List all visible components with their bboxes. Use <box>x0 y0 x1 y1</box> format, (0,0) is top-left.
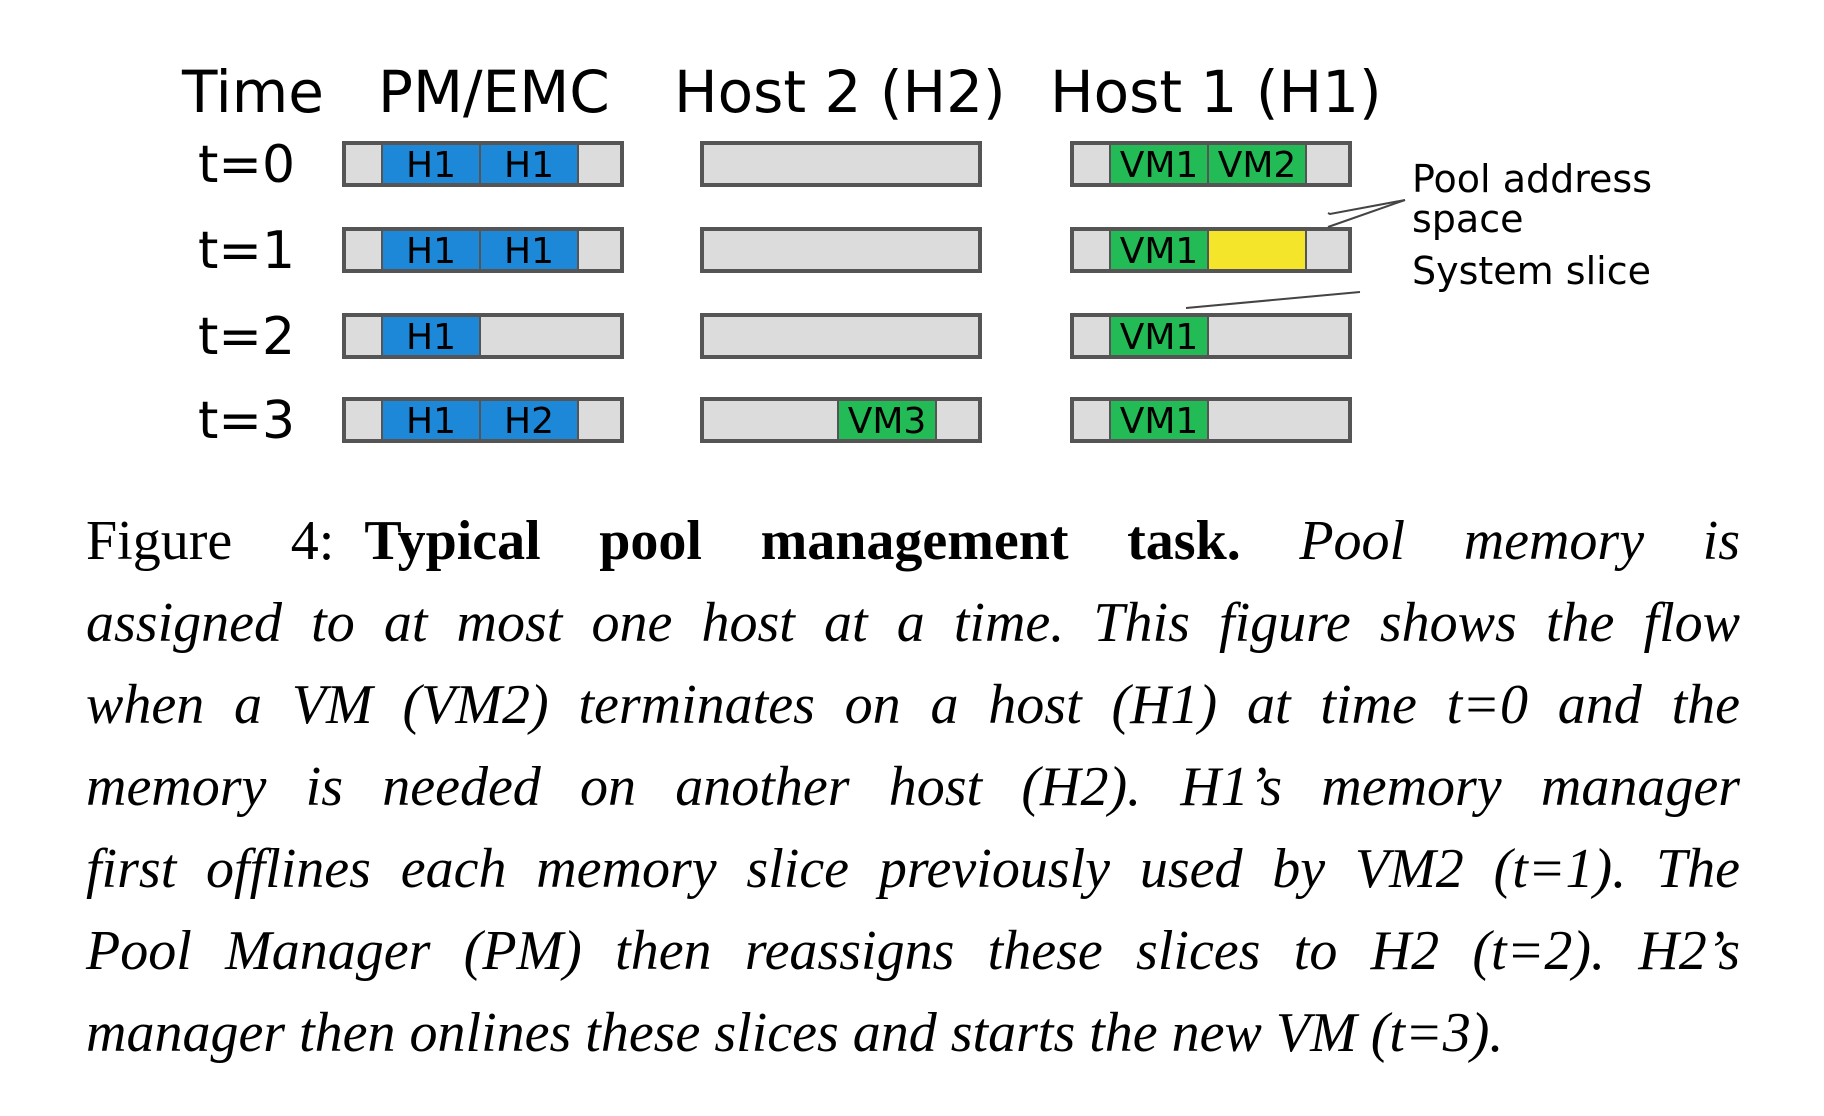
row-label-t3: t=3 <box>198 391 295 451</box>
caption-text-line-4: memory is needed on another host (H2). H… <box>86 756 1740 818</box>
pm-bar-border-row-1 <box>342 227 624 273</box>
caption-text-line-3: when a VM (VM2) terminates on a host (H1… <box>86 674 1740 736</box>
host1-slice-row-0-2 <box>1207 142 1307 186</box>
pm-slice-label-row-2-1: H1 <box>406 317 456 358</box>
header-host2: Host 2 (H2) <box>674 58 1006 126</box>
pm-slice-label-row-0-1: H1 <box>406 145 456 186</box>
host1-slice-label-row-1-1: VM1 <box>1120 231 1199 272</box>
host1-slice-label-row-0-2: VM2 <box>1218 145 1297 186</box>
pm-slice-row-1-2 <box>479 228 579 272</box>
pm-slice-label-row-3-2: H2 <box>504 401 554 442</box>
row-label-t1: t=1 <box>198 221 295 281</box>
host1-slice-label-row-2-1: VM1 <box>1120 317 1199 358</box>
pm-slice-label-row-3-1: H1 <box>406 401 456 442</box>
caption-label: Figure 4: <box>86 510 335 572</box>
annotation-system-slice: System slice <box>1412 249 1651 293</box>
pm-bar-border-row-0 <box>342 141 624 187</box>
annotation-pool-address-space-line1: Pool address <box>1412 157 1652 201</box>
host2-bar-row-2 <box>700 313 982 359</box>
header-time: Time <box>181 58 324 126</box>
pm-bar-border-row-2 <box>342 313 624 359</box>
host1-slice-row-3-1 <box>1109 398 1209 442</box>
pm-bar-border-row-3 <box>342 397 624 443</box>
host1-bar-border-row-2 <box>1070 313 1352 359</box>
host1-bar-border-row-3 <box>1070 397 1352 443</box>
host1-slice-label-row-3-1: VM1 <box>1120 401 1199 442</box>
pointer-pool-address-space <box>1327 199 1406 216</box>
pm-slice-row-2-1 <box>381 314 481 358</box>
caption-text-line-5: first offlines each memory slice previou… <box>86 838 1740 900</box>
figure-caption: Figure 4: Typical pool management task. P… <box>86 500 1740 1074</box>
annotation-pool-address-space-line2: space <box>1412 197 1523 241</box>
pm-slice-label-row-1-2: H1 <box>504 231 554 272</box>
host1-slice-label-row-0-1: VM1 <box>1120 145 1199 186</box>
row-label-t2: t=2 <box>198 307 295 367</box>
host1-bar-border-row-0 <box>1070 141 1352 187</box>
host2-bar-border-row-3 <box>700 397 982 443</box>
row-label-t0: t=0 <box>198 135 295 195</box>
caption-text-line-2: assigned to at most one host at a time. … <box>86 592 1740 654</box>
host2-bar-row-1 <box>700 227 982 273</box>
pointer-system-slice <box>1185 291 1361 309</box>
pm-slice-row-0-1 <box>381 142 481 186</box>
host1-bar-border-row-1 <box>1070 227 1352 273</box>
host1-slice-row-1-2 <box>1207 228 1307 272</box>
pm-slice-row-0-2 <box>479 142 579 186</box>
header-host1: Host 1 (H1) <box>1050 58 1382 126</box>
caption-line-1: Figure 4: Typical pool management task. P… <box>86 500 1740 582</box>
host2-bar-border-row-0 <box>700 141 982 187</box>
host2-bar-row-0 <box>700 141 982 187</box>
host2-slice-label-row-3-2: VM3 <box>848 401 927 442</box>
caption-text-line-1: Pool memory is <box>1299 510 1741 572</box>
pm-slice-label-row-0-2: H1 <box>504 145 554 186</box>
pointer-pool-address-space-tail <box>1327 199 1406 228</box>
host2-bar-border-row-1 <box>700 227 982 273</box>
pm-slice-row-1-1 <box>381 228 481 272</box>
caption-text-line-7: manager then onlines these slices and st… <box>86 1002 1504 1064</box>
caption-title: Typical pool management task. <box>364 510 1241 572</box>
caption-text-line-6: Pool Manager (PM) then reassigns these s… <box>86 920 1740 982</box>
pm-slice-label-row-1-1: H1 <box>406 231 456 272</box>
host2-bar-border-row-2 <box>700 313 982 359</box>
header-pm-emc: PM/EMC <box>378 58 610 126</box>
